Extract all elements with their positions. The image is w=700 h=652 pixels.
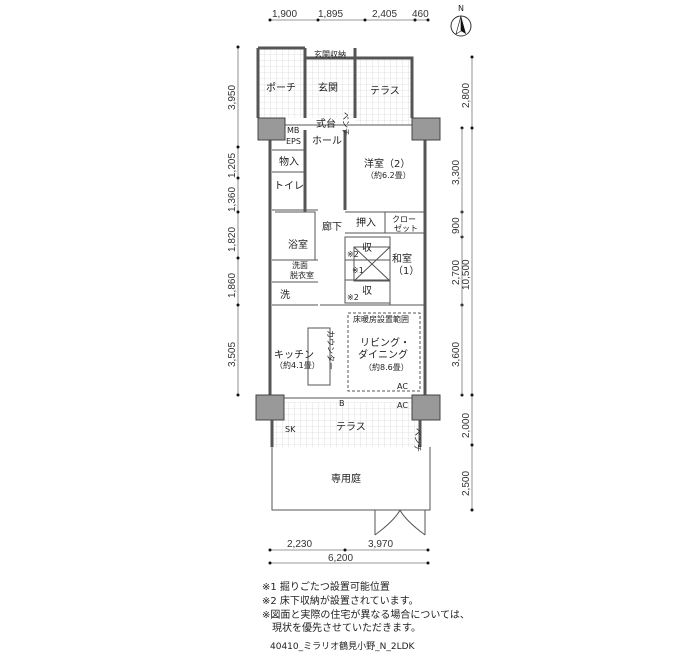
bench-south: ベンチ (413, 428, 422, 452)
plan-id: 40410_ミラリオ鶴見小野_N_2LDK (270, 642, 415, 652)
note-2: ※2 床下収納が設置されています。 (262, 596, 419, 607)
closet-label-2: ゼット (394, 223, 418, 233)
dim-right-total: 10,500 (461, 259, 472, 290)
dimension-lines (236, 18, 474, 565)
room-terrace-south: テラス (336, 421, 366, 433)
walls (255, 46, 441, 536)
dim-right-7: 2,500 (461, 471, 472, 496)
room-living: リビング・ (360, 336, 410, 349)
closet-label-1: クロー (392, 215, 416, 224)
dim-bottom-2: 3,970 (368, 539, 393, 550)
dim-right-2: 3,300 (451, 160, 462, 185)
washroom-label-1: 洗面 (292, 260, 308, 270)
shikidai: 式台 (316, 117, 336, 130)
washroom-label-2: 脱衣室 (290, 270, 314, 280)
dim-right-1: 2,800 (461, 83, 472, 108)
floor-heating-area: 床暖房設置範囲 (353, 314, 409, 324)
dim-left-1: 3,950 (227, 85, 238, 110)
dim-right-4: 2,700 (451, 260, 462, 285)
room-western-2-size: （約6.2畳） (366, 170, 411, 180)
room-storage: 物入 (279, 155, 299, 168)
mark2-a: ※2 (347, 250, 359, 259)
room-japanese-1-num: （1） (393, 265, 419, 277)
dim-left-5: 1,860 (227, 273, 238, 298)
terrace-south-floor (272, 402, 420, 447)
oshiire: 押入 (356, 216, 376, 229)
dim-top-2: 1,895 (318, 9, 343, 20)
north-compass-icon: N (450, 4, 472, 37)
mark2-b: ※2 (347, 293, 359, 302)
room-toilet: トイレ (274, 181, 304, 192)
corridor: 廊下 (322, 220, 342, 233)
dim-right-6: 2,000 (461, 413, 472, 438)
slop-sink: SK (285, 425, 296, 434)
eps-label: EPS (286, 137, 301, 146)
private-garden: 専用庭 (331, 472, 361, 485)
room-japanese-1: 和室 (392, 252, 412, 265)
underfloor-storage-1: 収 (362, 242, 372, 254)
note-3: ※図面と実際の住宅が異なる場合については、 (262, 610, 470, 621)
bench-north: ベンチ (341, 112, 350, 136)
room-bath: 浴室 (288, 238, 308, 251)
washer: 洗 (280, 289, 290, 301)
room-terrace-north: テラス (370, 85, 400, 97)
dim-right-5: 3,600 (451, 342, 462, 367)
dim-right-3: 900 (451, 217, 462, 234)
dim-left-6: 3,505 (227, 342, 238, 367)
underfloor-storage-2: 収 (362, 285, 372, 297)
dim-top-3: 2,405 (372, 9, 397, 20)
dim-left-2: 1,205 (227, 153, 238, 178)
room-ld-size: （約8.6畳） (364, 362, 409, 372)
room-kitchen-size: （約4.1畳） (275, 360, 320, 370)
room-genkan: 玄関 (318, 81, 338, 94)
ac-unit-indoor: AC (397, 382, 408, 391)
room-porch: ポーチ (266, 82, 296, 94)
dim-bottom-total: 6,200 (328, 553, 353, 564)
dim-left-3: 1,360 (227, 187, 238, 212)
mark1: ※1 (352, 266, 364, 275)
genkan-storage: 玄関収納 (314, 49, 346, 59)
dim-top-4: 460 (412, 9, 429, 20)
porch-floor (258, 48, 305, 118)
north-label: N (458, 4, 464, 13)
ac-unit-outdoor: AC (397, 401, 408, 410)
genkan-floor (305, 58, 355, 118)
room-dining: ダイニング (358, 348, 408, 361)
room-western-2: 洋室（2） (364, 157, 410, 170)
counter: カウンター (326, 330, 335, 370)
room-kitchen: キッチン (274, 349, 314, 361)
dim-bottom-1: 2,230 (287, 539, 312, 550)
note-1: ※1 掘りごたつ設置可能位置 (262, 582, 390, 593)
mb-label: MB (287, 126, 299, 135)
note-4: 現状を優先させていただきます。 (262, 623, 421, 634)
room-hall: ホール (312, 135, 342, 147)
boiler: B (339, 399, 345, 408)
dim-left-4: 1,820 (227, 227, 238, 252)
terrace-north-floor (355, 58, 412, 125)
dim-top-1: 1,900 (272, 9, 297, 20)
